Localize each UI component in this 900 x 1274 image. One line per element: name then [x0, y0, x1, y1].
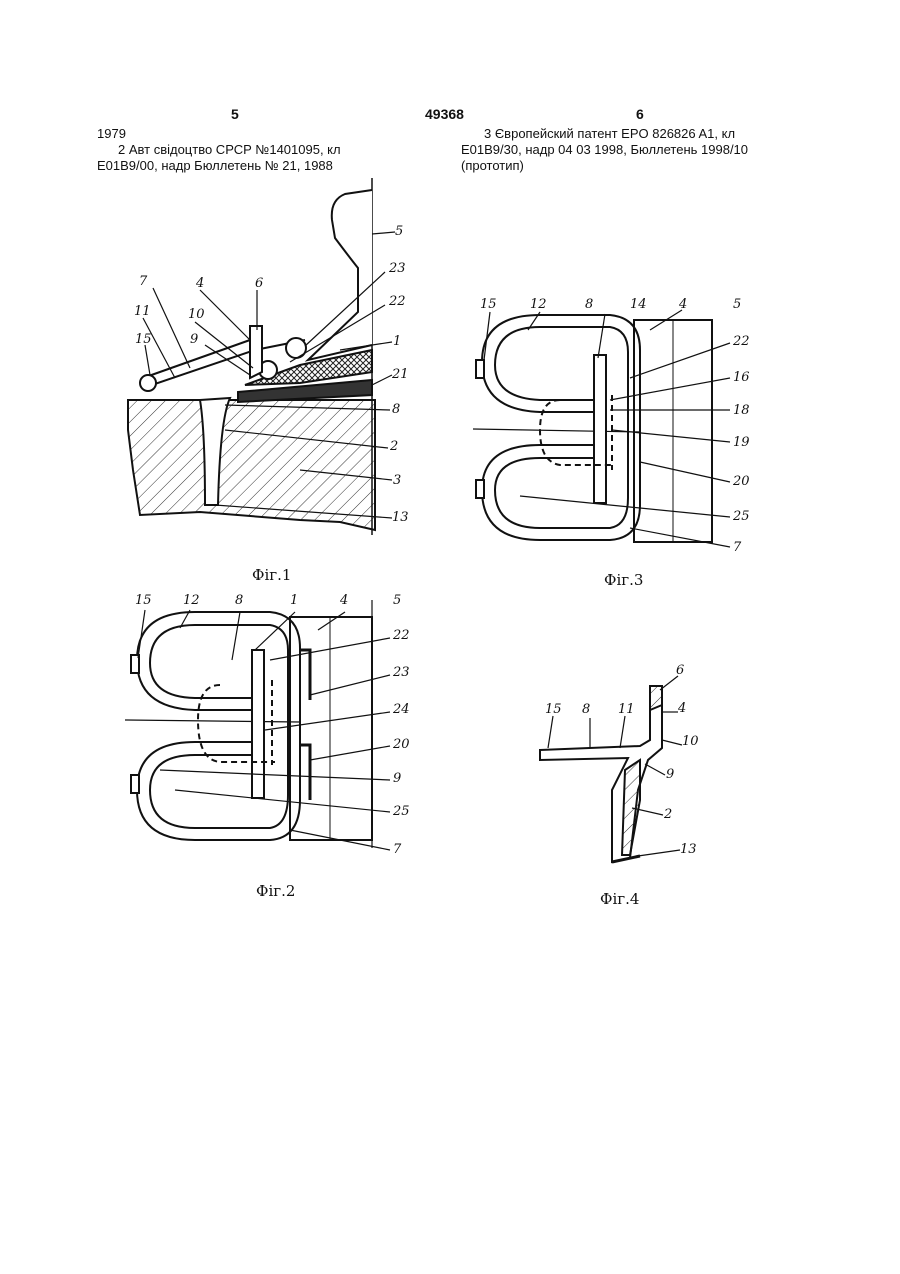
fig2-label: 12	[183, 593, 200, 608]
fig1-caption: Фіг.1	[252, 566, 291, 584]
fig2-label: 8	[235, 593, 243, 608]
fig1-label: 8	[392, 402, 400, 417]
fig1-label: 5	[395, 224, 403, 239]
fig1-label: 4	[195, 276, 204, 291]
fig1-label: 15	[135, 332, 152, 347]
fig3-label: 19	[733, 435, 750, 450]
fig1-label: 11	[134, 304, 151, 319]
fig1-label: 9	[190, 332, 198, 347]
fig1-label: 7	[139, 274, 148, 289]
fig2-label: 7	[393, 842, 402, 857]
fig3-label: 14	[630, 297, 647, 312]
fig2-label: 24	[392, 702, 410, 717]
fig3-label: 4	[678, 297, 687, 312]
fig1-label: 10	[188, 307, 205, 322]
fig1-label: 1	[393, 334, 401, 349]
fig4-label: 13	[680, 842, 697, 857]
fig4-label: 11	[618, 702, 635, 717]
fig2-label: 5	[393, 593, 401, 608]
fig3-label: 25	[732, 509, 750, 524]
fig2-caption: Фіг.2	[256, 882, 295, 900]
fig3-label: 5	[733, 297, 741, 312]
fig2-label: 15	[135, 593, 152, 608]
fig1-label: 3	[393, 473, 401, 488]
fig4-label: 4	[677, 701, 686, 716]
fig4-label: 10	[682, 734, 699, 749]
fig2-label: 4	[339, 593, 348, 608]
fig3-label: 20	[732, 474, 750, 489]
fig3-label: 15	[480, 297, 497, 312]
fig3-label: 12	[530, 297, 547, 312]
fig2-label: 1	[290, 593, 298, 608]
fig3-label: 8	[585, 297, 593, 312]
fig1-label: 13	[392, 510, 409, 525]
fig4-caption: Фіг.4	[600, 890, 639, 908]
fig3-caption: Фіг.3	[604, 571, 643, 589]
fig2-label: 23	[392, 665, 410, 680]
fig3-label: 22	[732, 334, 750, 349]
figure-3	[473, 310, 730, 547]
fig3-label: 18	[733, 403, 750, 418]
fig4-label: 8	[582, 702, 590, 717]
fig4-label: 2	[663, 807, 672, 822]
fig4-label: 6	[676, 663, 684, 678]
fig3-label: 7	[733, 540, 742, 555]
fig2-label: 9	[393, 771, 401, 786]
fig2-label: 20	[392, 737, 410, 752]
fig1-label: 22	[388, 294, 406, 309]
figure-1	[128, 178, 395, 535]
fig1-label: 21	[391, 367, 409, 382]
fig2-label: 25	[392, 804, 410, 819]
sleeper-block	[128, 400, 375, 530]
fig3-label: 16	[733, 370, 750, 385]
fig4-label: 9	[666, 767, 674, 782]
fig4-label: 15	[545, 702, 562, 717]
fig1-label: 23	[388, 261, 406, 276]
fig1-label: 2	[389, 439, 398, 454]
figure-2	[125, 600, 390, 850]
fig2-label: 22	[392, 628, 410, 643]
fig1-label: 6	[255, 276, 263, 291]
